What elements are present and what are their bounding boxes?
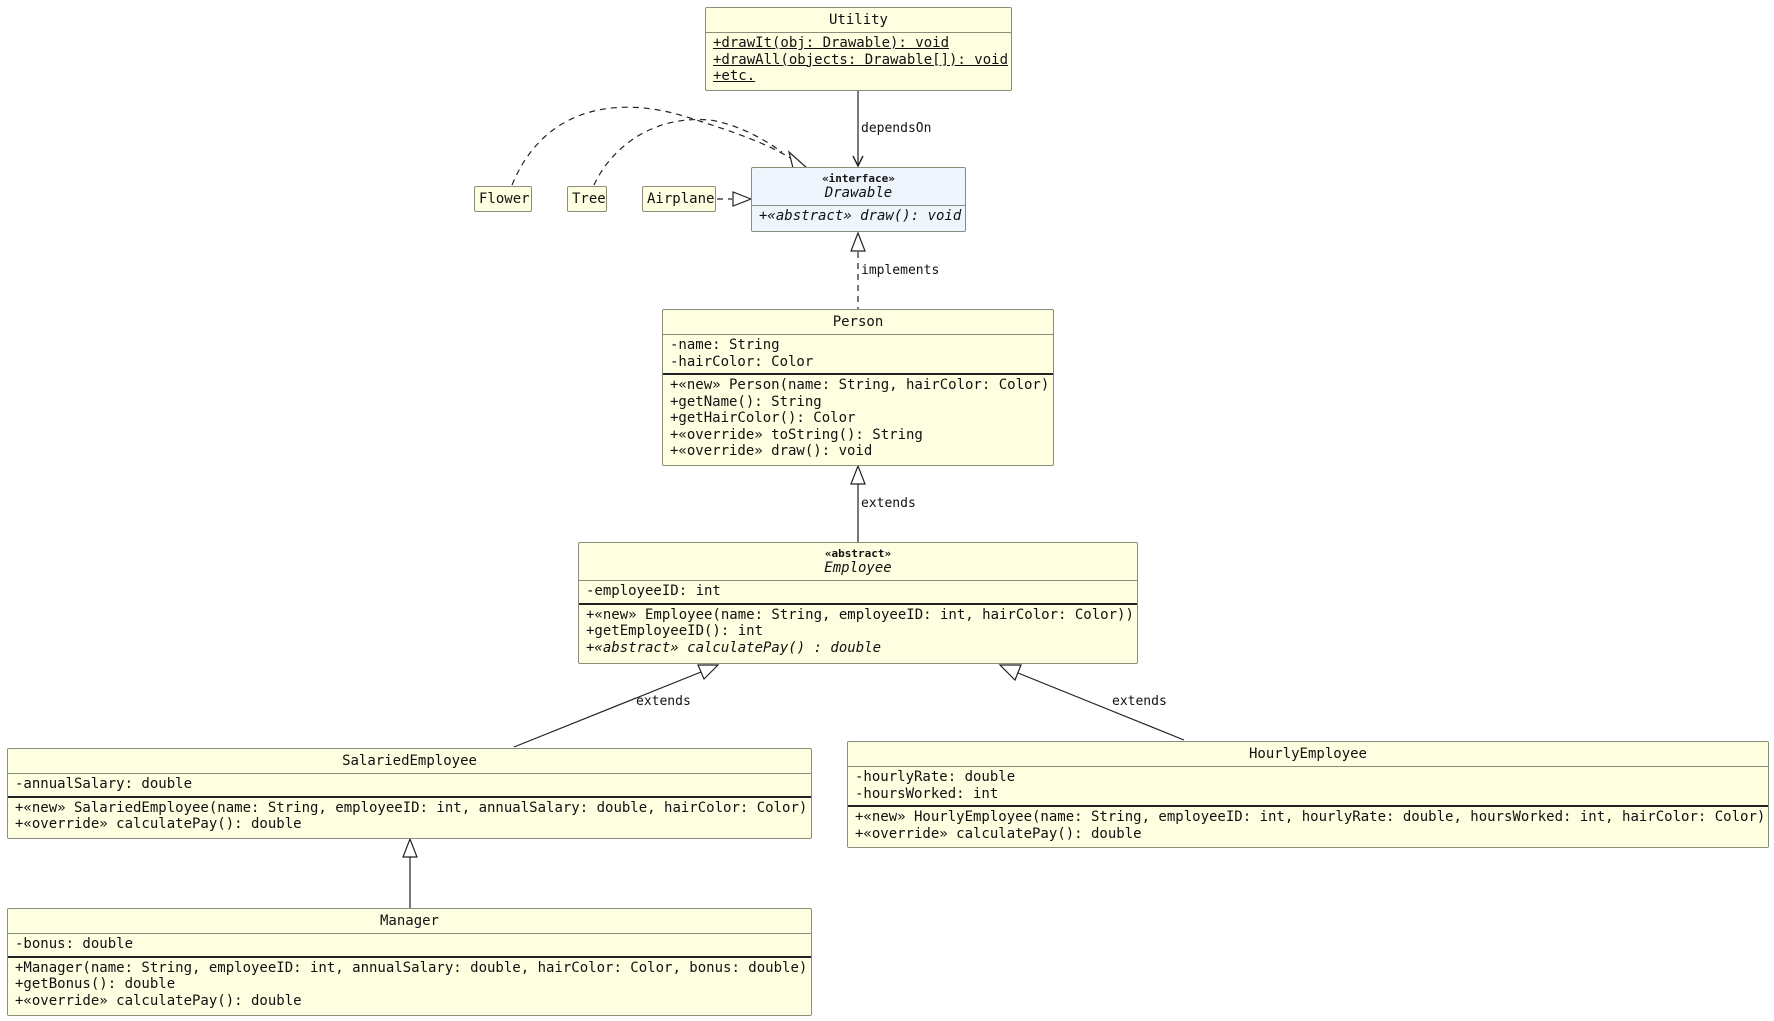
class-name: Employee [824, 560, 892, 576]
class-name: Manager [379, 913, 439, 929]
method: +drawIt(obj: Drawable): void [713, 35, 950, 51]
method: +«override» calculatePay(): double [855, 825, 1142, 842]
attribute: -annualSalary: double [15, 776, 193, 792]
class-name: HourlyEmployee [1248, 746, 1367, 762]
method: +«new» SalariedEmployee(name: String, em… [15, 799, 808, 816]
method: +getName(): String [670, 393, 822, 410]
attribute: -employeeID: int [586, 583, 721, 599]
attributes-section: -bonus: double [8, 933, 811, 956]
hourly-extends-triangle [998, 664, 1022, 682]
attribute: -name: String [670, 337, 780, 353]
salaried-extends-label: extends [636, 694, 691, 709]
method: +«new» HourlyEmployee(name: String, empl… [855, 809, 1766, 825]
class-utility[interactable]: Utility +drawIt(obj: Drawable): void+dra… [705, 7, 1012, 91]
methods-section: +«new» Person(name: String, hairColor: C… [663, 373, 1053, 463]
flower-realization-edge [511, 106, 791, 186]
class-employee[interactable]: «abstract» Employee -employeeID: int +«n… [578, 542, 1138, 664]
method: +«override» draw(): void [670, 443, 873, 459]
attribute: -hourlyRate: double [855, 769, 1016, 785]
class-tree[interactable]: Tree [567, 186, 607, 212]
method: +drawAll(objects: Drawable[]): void [713, 51, 1009, 68]
class-name: SalariedEmployee [342, 753, 477, 769]
method: +getBonus(): double [15, 976, 176, 992]
attributes-section: -employeeID: int [579, 580, 1137, 603]
class-person[interactable]: Person -name: String-hairColor: Color +«… [662, 309, 1054, 466]
class-salaried-employee[interactable]: SalariedEmployee -annualSalary: double +… [7, 748, 812, 839]
stereotype: «abstract» [824, 547, 892, 560]
salaried-extends-triangle [697, 664, 720, 681]
drawable-hollow-triangle-top [787, 150, 809, 169]
methods-section: +«new» HourlyEmployee(name: String, empl… [848, 805, 1768, 845]
attributes-section: -hourlyRate: double-hoursWorked: int [848, 766, 1768, 805]
methods-section: +drawIt(obj: Drawable): void+drawAll(obj… [706, 32, 1011, 88]
class-name: Utility [828, 12, 888, 28]
class-airplane[interactable]: Airplane [642, 186, 716, 212]
hourly-extends-label: extends [1112, 694, 1167, 709]
class-flower[interactable]: Flower [474, 186, 532, 212]
method: +«abstract» calculatePay() : double [586, 639, 882, 656]
person-extends-label: extends [861, 496, 916, 511]
hourly-extends-edge [1017, 672, 1185, 741]
manager-extends-triangle [402, 837, 418, 858]
method: +«override» calculatePay(): double [15, 992, 302, 1009]
class-manager[interactable]: Manager -bonus: double +Manager(name: St… [7, 908, 812, 1016]
attribute: -hoursWorked: int [855, 785, 999, 802]
method: +etc. [713, 68, 756, 84]
attributes-section: -annualSalary: double [8, 773, 811, 796]
methods-section: +«new» SalariedEmployee(name: String, em… [8, 795, 811, 836]
implements-label: implements [861, 263, 940, 278]
method: +Manager(name: String, employeeID: int, … [15, 959, 808, 976]
depends-on-label: dependsOn [861, 121, 932, 136]
attributes-section: -name: String-hairColor: Color [663, 334, 1053, 373]
method: +«override» toString(): String [670, 426, 923, 443]
method: +«override» calculatePay(): double [15, 816, 302, 832]
class-hourly-employee[interactable]: HourlyEmployee -hourlyRate: double-hours… [847, 741, 1769, 848]
methods-section: +Manager(name: String, employeeID: int, … [8, 955, 811, 1013]
method: +getEmployeeID(): int [586, 623, 764, 639]
person-extends-triangle [850, 464, 866, 485]
method: +«new» Person(name: String, hairColor: C… [670, 377, 1050, 393]
implements-triangle [850, 231, 866, 252]
salaried-extends-edge [513, 671, 702, 748]
stereotype: «interface» [822, 172, 895, 185]
methods-section: +«abstract» draw(): void [752, 205, 965, 228]
attribute: -hairColor: Color [670, 353, 814, 370]
methods-section: +«new» Employee(name: String, employeeID… [579, 602, 1137, 660]
interface-drawable[interactable]: «interface» Drawable +«abstract» draw():… [751, 167, 966, 232]
class-name: Drawable [824, 185, 893, 201]
class-name: Person [832, 314, 884, 330]
method: +«new» Employee(name: String, employeeID… [586, 606, 1134, 623]
method: +«abstract» draw(): void [759, 208, 962, 224]
drawable-hollow-triangle-left [732, 191, 753, 207]
attribute: -bonus: double [15, 936, 134, 952]
method: +getHairColor(): Color [670, 410, 856, 426]
